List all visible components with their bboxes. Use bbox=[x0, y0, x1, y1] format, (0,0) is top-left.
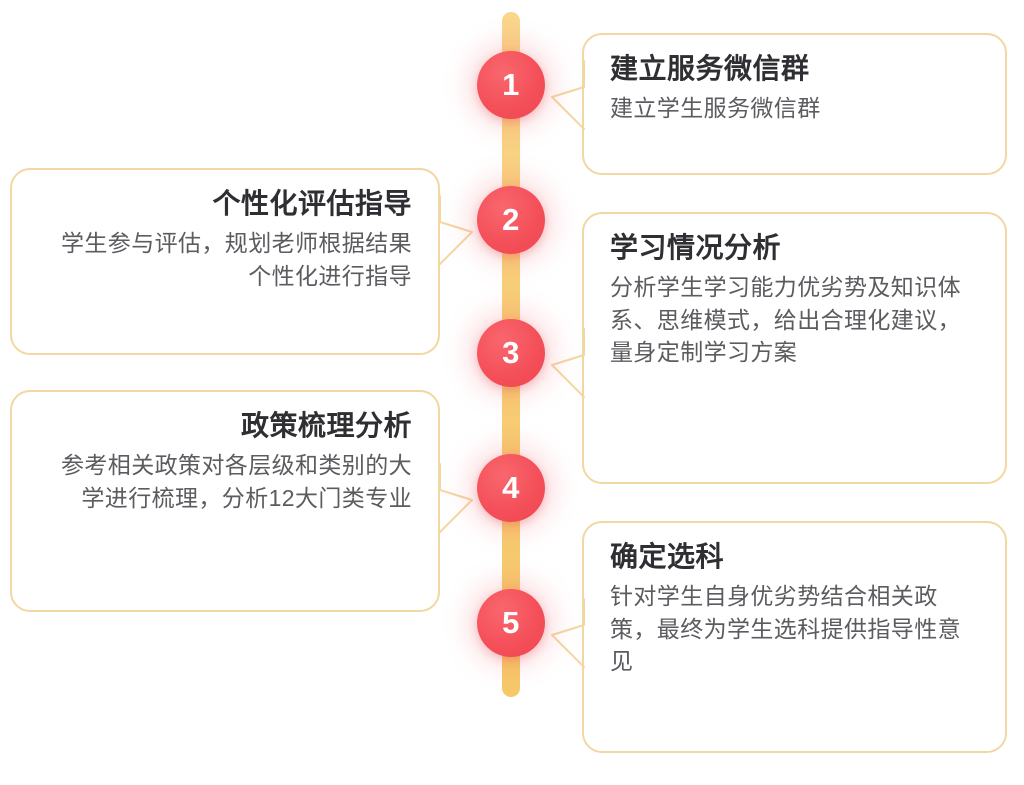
step-number-3: 3 bbox=[502, 334, 520, 370]
step-card-5[interactable]: 确定选科 针对学生自身优劣势结合相关政策，最终为学生选科提供指导性意见 bbox=[582, 521, 1007, 753]
step-node-3[interactable]: 3 bbox=[477, 319, 545, 387]
step-title-4: 政策梳理分析 bbox=[240, 410, 412, 441]
step-card-3[interactable]: 学习情况分析 分析学生学习能力优劣势及知识体系、思维模式，给出合理化建议，量身定… bbox=[582, 212, 1007, 484]
step-body-2: 学生参与评估，规划老师根据结果个性化进行指导 bbox=[61, 230, 412, 289]
step-title-3: 学习情况分析 bbox=[610, 232, 782, 263]
step-number-1: 1 bbox=[502, 66, 520, 102]
step-body-1: 建立学生服务微信群 bbox=[610, 95, 821, 121]
step-title-2: 个性化评估指导 bbox=[212, 188, 412, 219]
step-node-1[interactable]: 1 bbox=[477, 51, 545, 119]
step-body-5: 针对学生自身优劣势结合相关政策，最终为学生选科提供指导性意见 bbox=[610, 583, 961, 675]
step-node-5[interactable]: 5 bbox=[477, 589, 545, 657]
step-tail-2 bbox=[432, 192, 478, 268]
step-card-2[interactable]: 个性化评估指导 学生参与评估，规划老师根据结果个性化进行指导 bbox=[10, 168, 440, 355]
step-body-4: 参考相关政策对各层级和类别的大学进行梳理，分析12大门类专业 bbox=[61, 452, 412, 511]
step-node-4[interactable]: 4 bbox=[477, 454, 545, 522]
step-card-1[interactable]: 建立服务微信群 建立学生服务微信群 bbox=[582, 33, 1007, 175]
step-number-2: 2 bbox=[502, 201, 520, 237]
step-title-5: 确定选科 bbox=[610, 541, 725, 572]
step-body-3: 分析学生学习能力优劣势及知识体系、思维模式，给出合理化建议，量身定制学习方案 bbox=[610, 274, 961, 366]
step-card-4[interactable]: 政策梳理分析 参考相关政策对各层级和类别的大学进行梳理，分析12大门类专业 bbox=[10, 390, 440, 612]
step-title-1: 建立服务微信群 bbox=[610, 53, 810, 84]
step-number-4: 4 bbox=[502, 469, 520, 505]
step-number-5: 5 bbox=[502, 604, 520, 640]
step-node-2[interactable]: 2 bbox=[477, 186, 545, 254]
step-tail-4 bbox=[432, 460, 478, 536]
